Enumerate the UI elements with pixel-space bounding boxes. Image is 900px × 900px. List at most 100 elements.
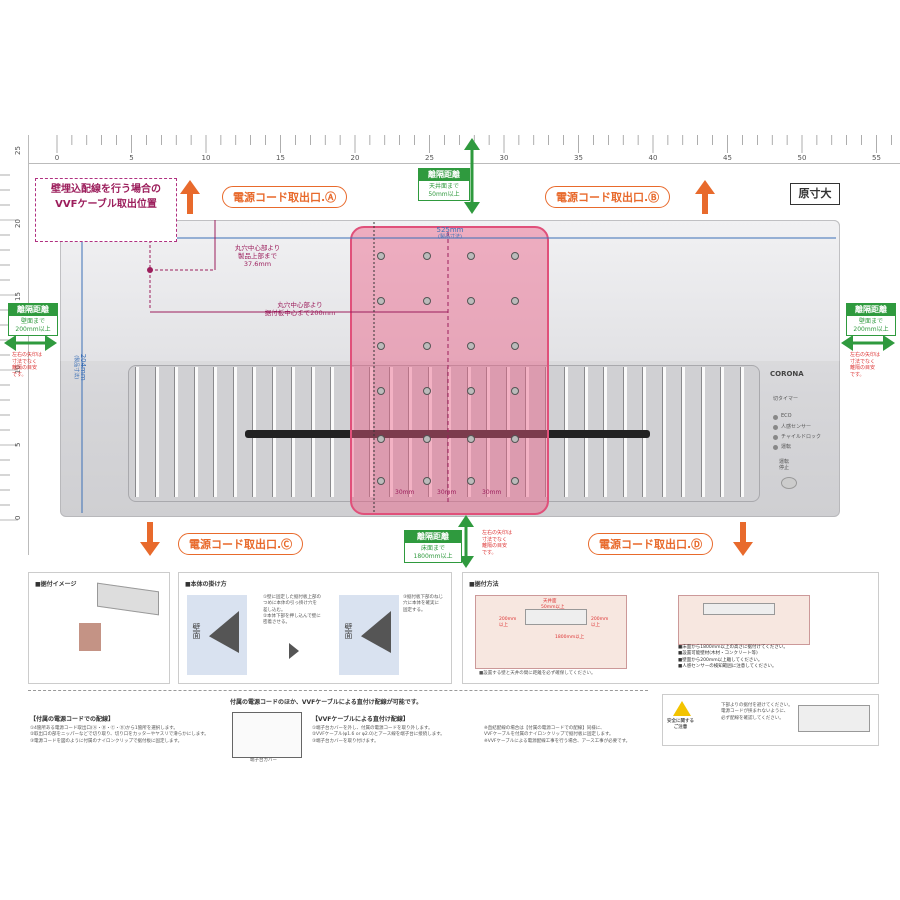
mounting-hole: [377, 342, 385, 350]
mounting-hole: [377, 477, 385, 485]
top-clearance-box: 離隔距離天井面まで 50mm以上: [418, 168, 470, 201]
left-clearance-note: 左右の矢印は 寸法でなく 離隔の目安 です。: [12, 352, 43, 378]
ceiling-gap-label: 50mm以上: [541, 605, 565, 610]
vvf-wiring-title: 【VVFケーブルによる直付け配線】: [312, 716, 409, 723]
side-gap-left: 200mm 以上: [499, 617, 517, 629]
body-mounting-box: ■本体の掛け方 壁面 ①壁に固定した据付板上部の つめに本体の引っ掛け穴を 差し…: [178, 572, 452, 684]
mounting-hole: [467, 387, 475, 395]
top-ruler-number: 30: [499, 154, 509, 162]
next-step-arrow-icon: [289, 643, 299, 659]
width-dimension-label: 525mm(製品寸法): [436, 226, 464, 241]
body-step3-text: ③据付板下部のねじ 穴に本体を確実に 固定する。: [403, 595, 444, 613]
mounting-hole: [423, 252, 431, 260]
panel-label-sensor: 人感センサー: [781, 424, 812, 430]
bottom-clearance-box: 離隔距離床面まで 1800mm以上: [404, 530, 462, 563]
mounting-hole: [423, 342, 431, 350]
right-clearance-box: 離隔距離壁面まで 200mm以上: [846, 303, 896, 336]
left-clearance-box: 離隔距離壁面まで 200mm以上: [8, 303, 58, 336]
mounting-hole: [511, 252, 519, 260]
top-ruler: [0, 135, 900, 164]
bottom-clearance-note: 左右の矢印は 寸法でなく 離隔の目安 です。: [482, 530, 513, 556]
mounting-hole: [511, 477, 519, 485]
panel-label-eco: ECO: [781, 413, 792, 419]
top-ruler-number: 35: [574, 154, 583, 162]
heater-illustration: [97, 582, 159, 616]
ruler-ticks: [0, 135, 892, 521]
control-panel: 切タイマー ECO 人感センサー チャイルドロック 運転 運転 停止: [765, 365, 835, 505]
grill-bar: [213, 367, 217, 497]
mounting-hole: [423, 477, 431, 485]
wall-label-right: 壁面: [344, 623, 353, 639]
install-method-box: ■据付方法 天井面 50mm以上 200mm 以上 200mm 以上 1800m…: [462, 572, 879, 684]
outlet-c-label: 電源コード取出口.Ⓒ: [178, 533, 304, 555]
eco-indicator-icon: [773, 415, 778, 420]
wiring-title: 付属の電源コードのほか、VVFケーブルによる直付け配線が可能です。: [230, 699, 423, 706]
cord-wiring-text: ①4箇所ある電源コード取出口(Ⓐ・Ⓑ・Ⓒ・Ⓓ)から1箇所を選択します。 ②取出口…: [30, 726, 209, 744]
right-clearance-note: 左右の矢印は 寸法でなく 離隔の目安 です。: [850, 352, 881, 378]
outlet-a-label: 電源コード取出口.Ⓐ: [222, 186, 348, 208]
outlet-b-label: 電源コード取出口.Ⓑ: [545, 186, 671, 208]
ceiling-label: 天井面: [543, 599, 557, 604]
mounting-hole: [423, 387, 431, 395]
caution-title: 安全に関する ご注意: [667, 719, 694, 731]
run-indicator-icon: [773, 445, 778, 450]
panel-label-power: 運転 停止: [779, 459, 790, 471]
wiring-divider: [28, 690, 648, 692]
vvf-wiring-text: ①端子台カバーを外し、付属の電源コードを取り外します。 ②VVFケーブル(φ1.…: [312, 726, 445, 744]
top-ruler-number: 55: [872, 154, 881, 162]
caution-box: 安全に関する ご注意 下部よりの据付を避けてください。 電源コードが挟まれないよ…: [662, 694, 879, 746]
grill-bar: [174, 367, 178, 497]
mounting-hole: [511, 297, 519, 305]
cord-wiring-title: 【付属の電源コードでの配線】: [30, 716, 115, 723]
full-size-label: 原寸大: [790, 183, 840, 205]
grill-bar: [720, 367, 724, 497]
vvf-wiring-notes: ※直結配線の場合は【付属の電源コードでの配線】同様に、 VVFケーブルを付属のナ…: [484, 726, 631, 744]
install-method-title: ■据付方法: [469, 581, 499, 588]
spacing-label-2: 30mm: [437, 489, 457, 496]
heater-top-panel: [60, 220, 840, 361]
grill-bar: [700, 367, 705, 497]
grill-bar: [739, 367, 744, 497]
warning-icon: [673, 701, 691, 716]
method-heater-right-icon: [703, 603, 775, 615]
grill-bar: [135, 367, 139, 497]
grill-bar: [154, 367, 159, 497]
mounting-plate-overlay: [350, 226, 549, 515]
install-image-box: ■据付イメージ: [28, 572, 170, 684]
caution-illustration: [798, 705, 870, 732]
spacing-label-3: 30mm: [482, 489, 502, 496]
hole-center-label: 丸穴中心部より 据付板中心まで200mm: [264, 301, 336, 317]
wall-label-left: 壁面: [192, 623, 201, 639]
top-ruler-number: 45: [723, 154, 732, 162]
hole-top-label: 丸穴中心部より 製品上部まで 37.6mm: [234, 244, 281, 268]
mounting-hole: [467, 252, 475, 260]
mounting-hole: [377, 387, 385, 395]
brand-logo: CORONA: [770, 370, 804, 378]
top-ruler-number: 0: [54, 154, 60, 162]
method-diagram-left: [475, 595, 627, 669]
vvf-hole-marker: [147, 267, 153, 273]
power-button[interactable]: [781, 477, 797, 489]
body-mounting-title: ■本体の掛け方: [185, 581, 227, 588]
heating-element: [245, 430, 650, 438]
top-ruler-number: 40: [648, 154, 658, 162]
outlet-d-label: 電源コード取出口.Ⓓ: [588, 533, 714, 555]
grill-bar: [681, 367, 685, 497]
height-dimension-label: 204mm(製品寸法): [72, 353, 88, 381]
terminal-diagram-label: 端子台カバー: [250, 758, 277, 763]
sensor-indicator-icon: [773, 425, 778, 430]
mounting-hole: [467, 435, 475, 443]
mounting-hole: [511, 435, 519, 443]
mounting-hole: [511, 387, 519, 395]
grill-bar: [193, 367, 198, 497]
method-right-notes: ■床面から1800mm以上の高さに据付けてください。 ■設置可能壁材(木材・コン…: [678, 645, 788, 669]
panel-label-run: 運転: [781, 444, 792, 450]
mounting-hole: [511, 342, 519, 350]
top-ruler-number: 50: [797, 154, 807, 162]
grill-bar: [232, 367, 237, 497]
mounting-hole: [423, 297, 431, 305]
mounting-hole: [377, 252, 385, 260]
spacing-label-1: 30mm: [395, 489, 415, 496]
plate-illustration: [79, 623, 101, 651]
